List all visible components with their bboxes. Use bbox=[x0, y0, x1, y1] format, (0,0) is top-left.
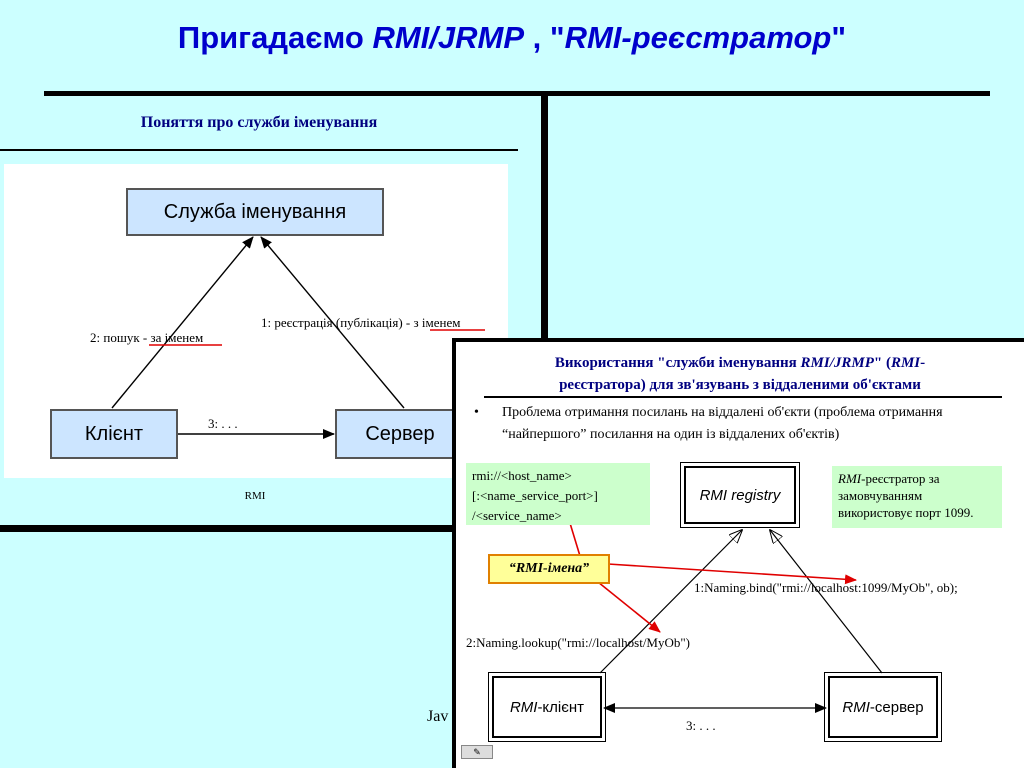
bullet-item: • Проблема отримання посилань на віддале… bbox=[474, 402, 1004, 446]
registry-port-note: RMI-реєстратор за замовчуванням використ… bbox=[832, 466, 1002, 528]
note-em: RMI bbox=[838, 471, 862, 486]
rmi-server-box: RMI-сервер bbox=[824, 672, 942, 742]
rmi-names-label: “RMI-імена” bbox=[488, 554, 610, 584]
right-heading-part3: - bbox=[920, 355, 926, 371]
left-slide-border-right bbox=[541, 96, 548, 532]
title-em-rmi-jrmp: RMI/JRMP bbox=[372, 20, 525, 55]
client-box: Клієнт bbox=[50, 409, 178, 459]
page-title: Пригадаємо RMI/JRMP , "RMI-реєстратор" bbox=[0, 20, 1024, 56]
url-format-box: rmi://<host_name> [:<name_service_port>]… bbox=[466, 463, 650, 525]
rmi-registry-box: RMI registry bbox=[680, 462, 800, 528]
left-slide: Поняття про служби іменування Служба іме… bbox=[0, 96, 548, 532]
rmi-registry-label: RMI registry bbox=[699, 486, 781, 504]
title-prefix: Пригадаємо bbox=[177, 20, 373, 55]
rmi-call-label: 3: . . . bbox=[686, 718, 716, 733]
bullet-dot: • bbox=[474, 405, 479, 420]
rmi-client-label: RMI-клієнт bbox=[510, 699, 584, 716]
right-heading-line2: реєстратора) для зв'язувань з віддаленим… bbox=[559, 377, 921, 393]
right-heading-em1: RMI/JRMP bbox=[800, 355, 874, 371]
lookup-label: 2: пошук - за іменем bbox=[90, 330, 204, 345]
right-heading-part2: " ( bbox=[873, 355, 891, 371]
bind-call-label: 1:Naming.bind("rmi://localhost:1099/MyOb… bbox=[694, 580, 958, 595]
rmi-server-label: RMI-сервер bbox=[842, 699, 923, 716]
footer-text-partial: Jav bbox=[427, 708, 449, 725]
bullet-text: Проблема отримання посилань на віддалені… bbox=[502, 405, 943, 442]
left-slide-caption: RMI bbox=[244, 490, 266, 502]
right-slide-heading: Використання "служби іменування RMI/JRMP… bbox=[470, 352, 1010, 396]
top-divider bbox=[44, 91, 990, 96]
title-em-registry: RMI-реєстратор bbox=[564, 20, 832, 55]
client-em: RMI bbox=[509, 698, 538, 716]
bind-line bbox=[770, 530, 883, 674]
rmi-client-box: RMI-клієнт bbox=[488, 672, 606, 742]
register-label: 1: реєстрація (публікація) - з іменем bbox=[261, 315, 461, 330]
left-slide-border-bottom bbox=[0, 525, 548, 532]
lookup-call-label: 2:Naming.lookup("rmi://localhost/MyOb") bbox=[466, 635, 691, 650]
title-mid: , " bbox=[524, 20, 565, 55]
url-line-1: rmi://<host_name> bbox=[472, 468, 572, 483]
title-suffix: " bbox=[831, 20, 847, 55]
left-heading-rule bbox=[0, 149, 518, 151]
server-em: RMI bbox=[842, 698, 870, 716]
left-slide-heading: Поняття про служби іменування bbox=[140, 114, 378, 131]
server-text: -сервер bbox=[869, 698, 924, 716]
names-to-lookup-arrow bbox=[597, 581, 661, 633]
right-heading-em2: RMI bbox=[890, 355, 921, 371]
naming-diagram-panel: Служба іменування Клієнт Сервер 2: пошук… bbox=[4, 164, 508, 478]
right-heading-rule bbox=[484, 396, 1002, 398]
right-slide: Використання "служби іменування RMI/JRMP… bbox=[452, 338, 1024, 768]
url-line-2: [:<name_service_port>] bbox=[472, 488, 598, 503]
slide-tool-icon[interactable]: ✎ bbox=[461, 745, 493, 759]
naming-diagram-arrows bbox=[111, 236, 485, 439]
server-box: Сервер bbox=[335, 409, 465, 459]
url-line-3: /<service_name> bbox=[472, 508, 562, 523]
right-heading-part1: Використання "служби іменування bbox=[554, 355, 801, 371]
lookup-line bbox=[599, 530, 742, 674]
naming-service-box: Служба іменування bbox=[126, 188, 384, 236]
note-text: -реєстратор за замовчуванням використову… bbox=[838, 471, 974, 520]
register-arrow bbox=[260, 236, 405, 409]
call-label: 3: . . . bbox=[208, 416, 238, 431]
client-text: -клієнт bbox=[537, 698, 585, 716]
lookup-arrow bbox=[111, 236, 254, 409]
names-to-bind-arrow bbox=[607, 563, 857, 585]
